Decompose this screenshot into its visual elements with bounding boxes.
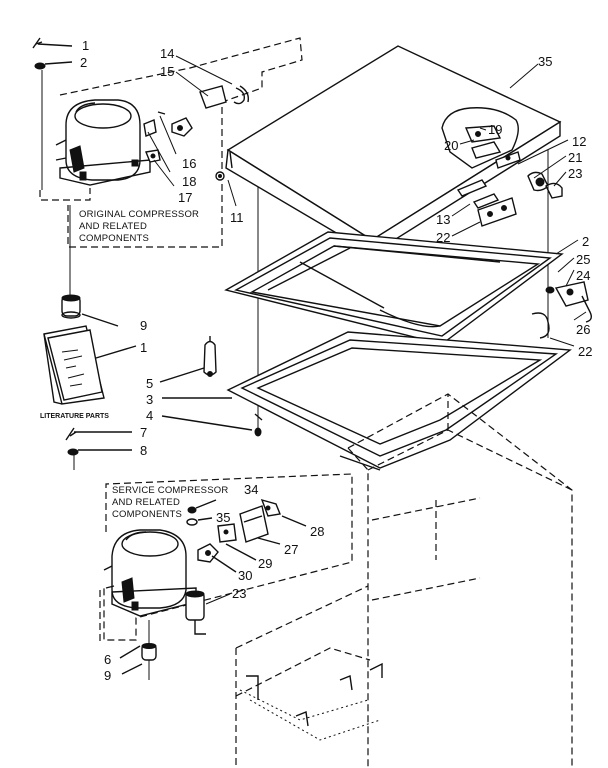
callout-33: 34: [244, 482, 258, 497]
callout-8-lower: 8: [140, 443, 147, 458]
callout-30: 29: [258, 556, 272, 571]
callout-23: 23: [232, 586, 246, 601]
callout-21: 22: [436, 230, 450, 245]
lid-hinge-parts: [477, 150, 593, 339]
callout-13: 14: [160, 46, 174, 61]
washer-34: [186, 518, 198, 526]
callout-12: 13: [436, 212, 450, 227]
callout-numbers: 1 2 14 15 16 18 17 11 35 19 20 12 21 23 …: [80, 38, 592, 683]
callout-19: 20: [444, 138, 458, 153]
part-13-14-bracket: [199, 85, 250, 109]
callout-4: 4: [146, 408, 153, 423]
capacitor-23: [185, 590, 206, 635]
callout-20: 21: [568, 150, 582, 165]
callout-10: 11: [230, 210, 244, 225]
callout-2: 2: [582, 234, 589, 249]
service-compressor: [103, 529, 197, 617]
cabinet-lid: [215, 45, 562, 256]
callout-7-top: 1: [82, 38, 89, 53]
callout-34: 35: [216, 510, 230, 525]
callout-5: 5: [146, 376, 153, 391]
callout-18: 19: [488, 122, 502, 137]
parts-7-8-lower: [65, 427, 132, 470]
service-compressor-group: [99, 473, 353, 642]
grommet-9: [61, 294, 119, 327]
callout-29: 28: [310, 524, 324, 539]
part-16-clip: [145, 149, 161, 163]
leader-lines: [147, 55, 587, 605]
original-caption-2: AND RELATED: [79, 221, 147, 232]
service-caption-1: SERVICE COMPRESSOR: [112, 485, 228, 496]
original-compressor: [55, 99, 151, 186]
callout-1: 1: [140, 340, 147, 355]
literature-book: LITERATURE PARTS: [40, 325, 137, 420]
callout-15: 16: [182, 156, 196, 171]
lid-liner: [224, 231, 564, 345]
callout-25: 23: [568, 166, 582, 181]
callout-6: 6: [104, 652, 111, 667]
bracket-28-29: [239, 498, 307, 545]
callout-32: 30: [238, 568, 252, 583]
original-compressor-group: [39, 37, 303, 248]
original-caption-3: COMPONENTS: [79, 233, 149, 244]
callout-9-lower: 9: [104, 668, 111, 683]
parts-7-8-top: [32, 37, 73, 296]
callout-27: 26: [576, 322, 590, 337]
gasket: [226, 331, 572, 471]
callout-8-top: 2: [80, 55, 87, 70]
relay-30-32: [197, 523, 257, 573]
part-5-bulb: [159, 336, 217, 383]
callout-26: 25: [576, 252, 590, 267]
callout-24: 24: [576, 268, 590, 283]
callout-16: 17: [178, 190, 192, 205]
part-15-17-relay: [143, 111, 193, 137]
washer-33: [187, 506, 197, 514]
grommet-9-lower: [119, 620, 157, 680]
callout-14: 15: [160, 64, 174, 79]
callout-35: 35: [538, 54, 552, 69]
callout-3: 3: [146, 392, 153, 407]
service-caption-2: AND RELATED: [112, 497, 180, 508]
callout-22: 22: [578, 344, 592, 359]
literature-caption: LITERATURE PARTS: [40, 413, 109, 420]
service-caption-3: COMPONENTS: [112, 509, 182, 520]
callout-7-lower: 7: [140, 425, 147, 440]
callout-9-top: 9: [140, 318, 147, 333]
original-caption-1: ORIGINAL COMPRESSOR: [79, 209, 199, 220]
callout-17: 18: [182, 174, 196, 189]
callout-11: 12: [572, 134, 586, 149]
callout-28: 27: [284, 542, 298, 557]
cabinet-body: [235, 393, 573, 768]
